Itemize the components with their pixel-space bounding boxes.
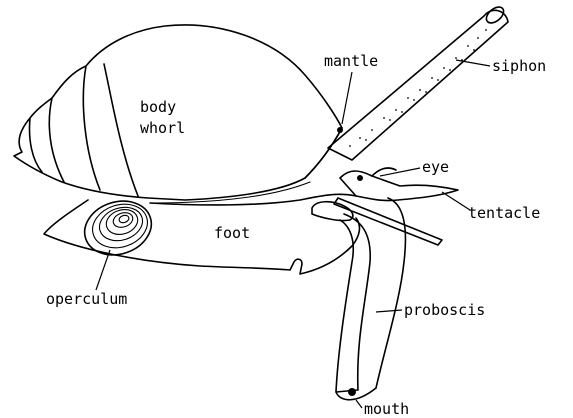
leader-proboscis xyxy=(376,310,402,312)
tentacle-rod xyxy=(334,198,442,245)
labels: body whorl mantle siphon eye tentacle fo… xyxy=(46,52,546,418)
mouth-opening xyxy=(348,388,356,396)
operculum-ring-6 xyxy=(118,214,130,224)
leader-mouth xyxy=(356,400,362,408)
tentacle-base xyxy=(312,202,353,221)
operculum-ring-4 xyxy=(103,206,141,239)
eye-dot xyxy=(357,175,363,181)
shell-suture-3 xyxy=(83,66,100,190)
shell-suture-1 xyxy=(30,118,43,172)
operculum xyxy=(78,193,159,263)
label-siphon: siphon xyxy=(492,57,546,75)
shell-suture-4 xyxy=(104,64,138,196)
siphon-stipple xyxy=(349,29,487,147)
mantle-edge-dot xyxy=(337,127,343,133)
label-mantle: mantle xyxy=(324,52,378,70)
label-tentacle: tentacle xyxy=(468,204,540,222)
head xyxy=(312,168,458,245)
label-whorl: whorl xyxy=(140,119,185,137)
operculum-ring-2 xyxy=(87,197,153,254)
label-foot: foot xyxy=(214,224,250,242)
label-body: body xyxy=(140,98,176,116)
label-eye: eye xyxy=(422,158,449,176)
siphon-outline xyxy=(328,10,508,160)
label-proboscis: proboscis xyxy=(404,301,485,319)
leader-mantle xyxy=(342,72,352,124)
leader-eye xyxy=(380,168,420,176)
siphon-tube xyxy=(328,4,508,160)
shell-suture-2 xyxy=(49,98,64,182)
proboscis-outline xyxy=(336,214,370,392)
shell xyxy=(14,25,343,203)
leader-operculum xyxy=(96,250,110,290)
label-mouth: mouth xyxy=(364,400,409,418)
shell-outline xyxy=(14,25,342,200)
label-operculum: operculum xyxy=(46,290,127,308)
leader-tentacle xyxy=(442,192,470,210)
siphon-opening xyxy=(483,4,506,26)
operculum-ring-5 xyxy=(111,210,134,229)
